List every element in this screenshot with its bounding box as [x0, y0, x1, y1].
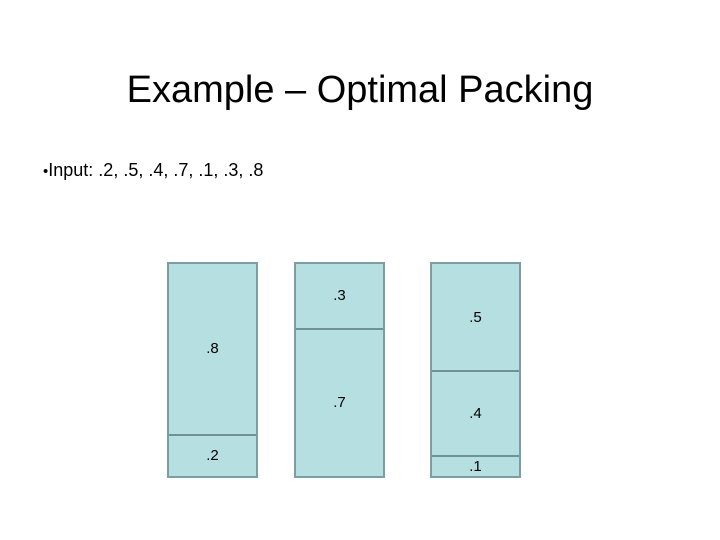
bullet-list-item: • Input: .2, .5, .4, .7, .1, .3, .8: [43, 158, 263, 184]
bin-item-label: .5: [469, 308, 482, 326]
bin-1: .8 .2: [167, 262, 258, 478]
bin-item-label: .4: [469, 404, 482, 422]
bin-item-label: .3: [333, 287, 346, 305]
bin-item: .4: [432, 370, 519, 455]
bin-item: .7: [296, 327, 383, 476]
bin-item-label: .8: [206, 340, 219, 358]
bin-3: .5 .4 .1: [430, 262, 521, 478]
bullet-item-label: Input: .2, .5, .4, .7, .1, .3, .8: [48, 160, 264, 180]
bin-item: .2: [169, 433, 256, 476]
bin-item: .5: [432, 264, 519, 370]
bin-item-label: .7: [333, 394, 346, 412]
bin-item-label: .1: [469, 457, 482, 475]
page-title: Example – Optimal Packing: [126, 69, 594, 112]
bullet-marker-icon: •: [43, 163, 49, 180]
bin-item: .3: [296, 264, 383, 328]
bin-item: .1: [432, 454, 519, 476]
bin-2: .3 .7: [294, 262, 385, 478]
bin-item-label: .2: [206, 447, 219, 465]
bin-item: .8: [169, 264, 256, 434]
